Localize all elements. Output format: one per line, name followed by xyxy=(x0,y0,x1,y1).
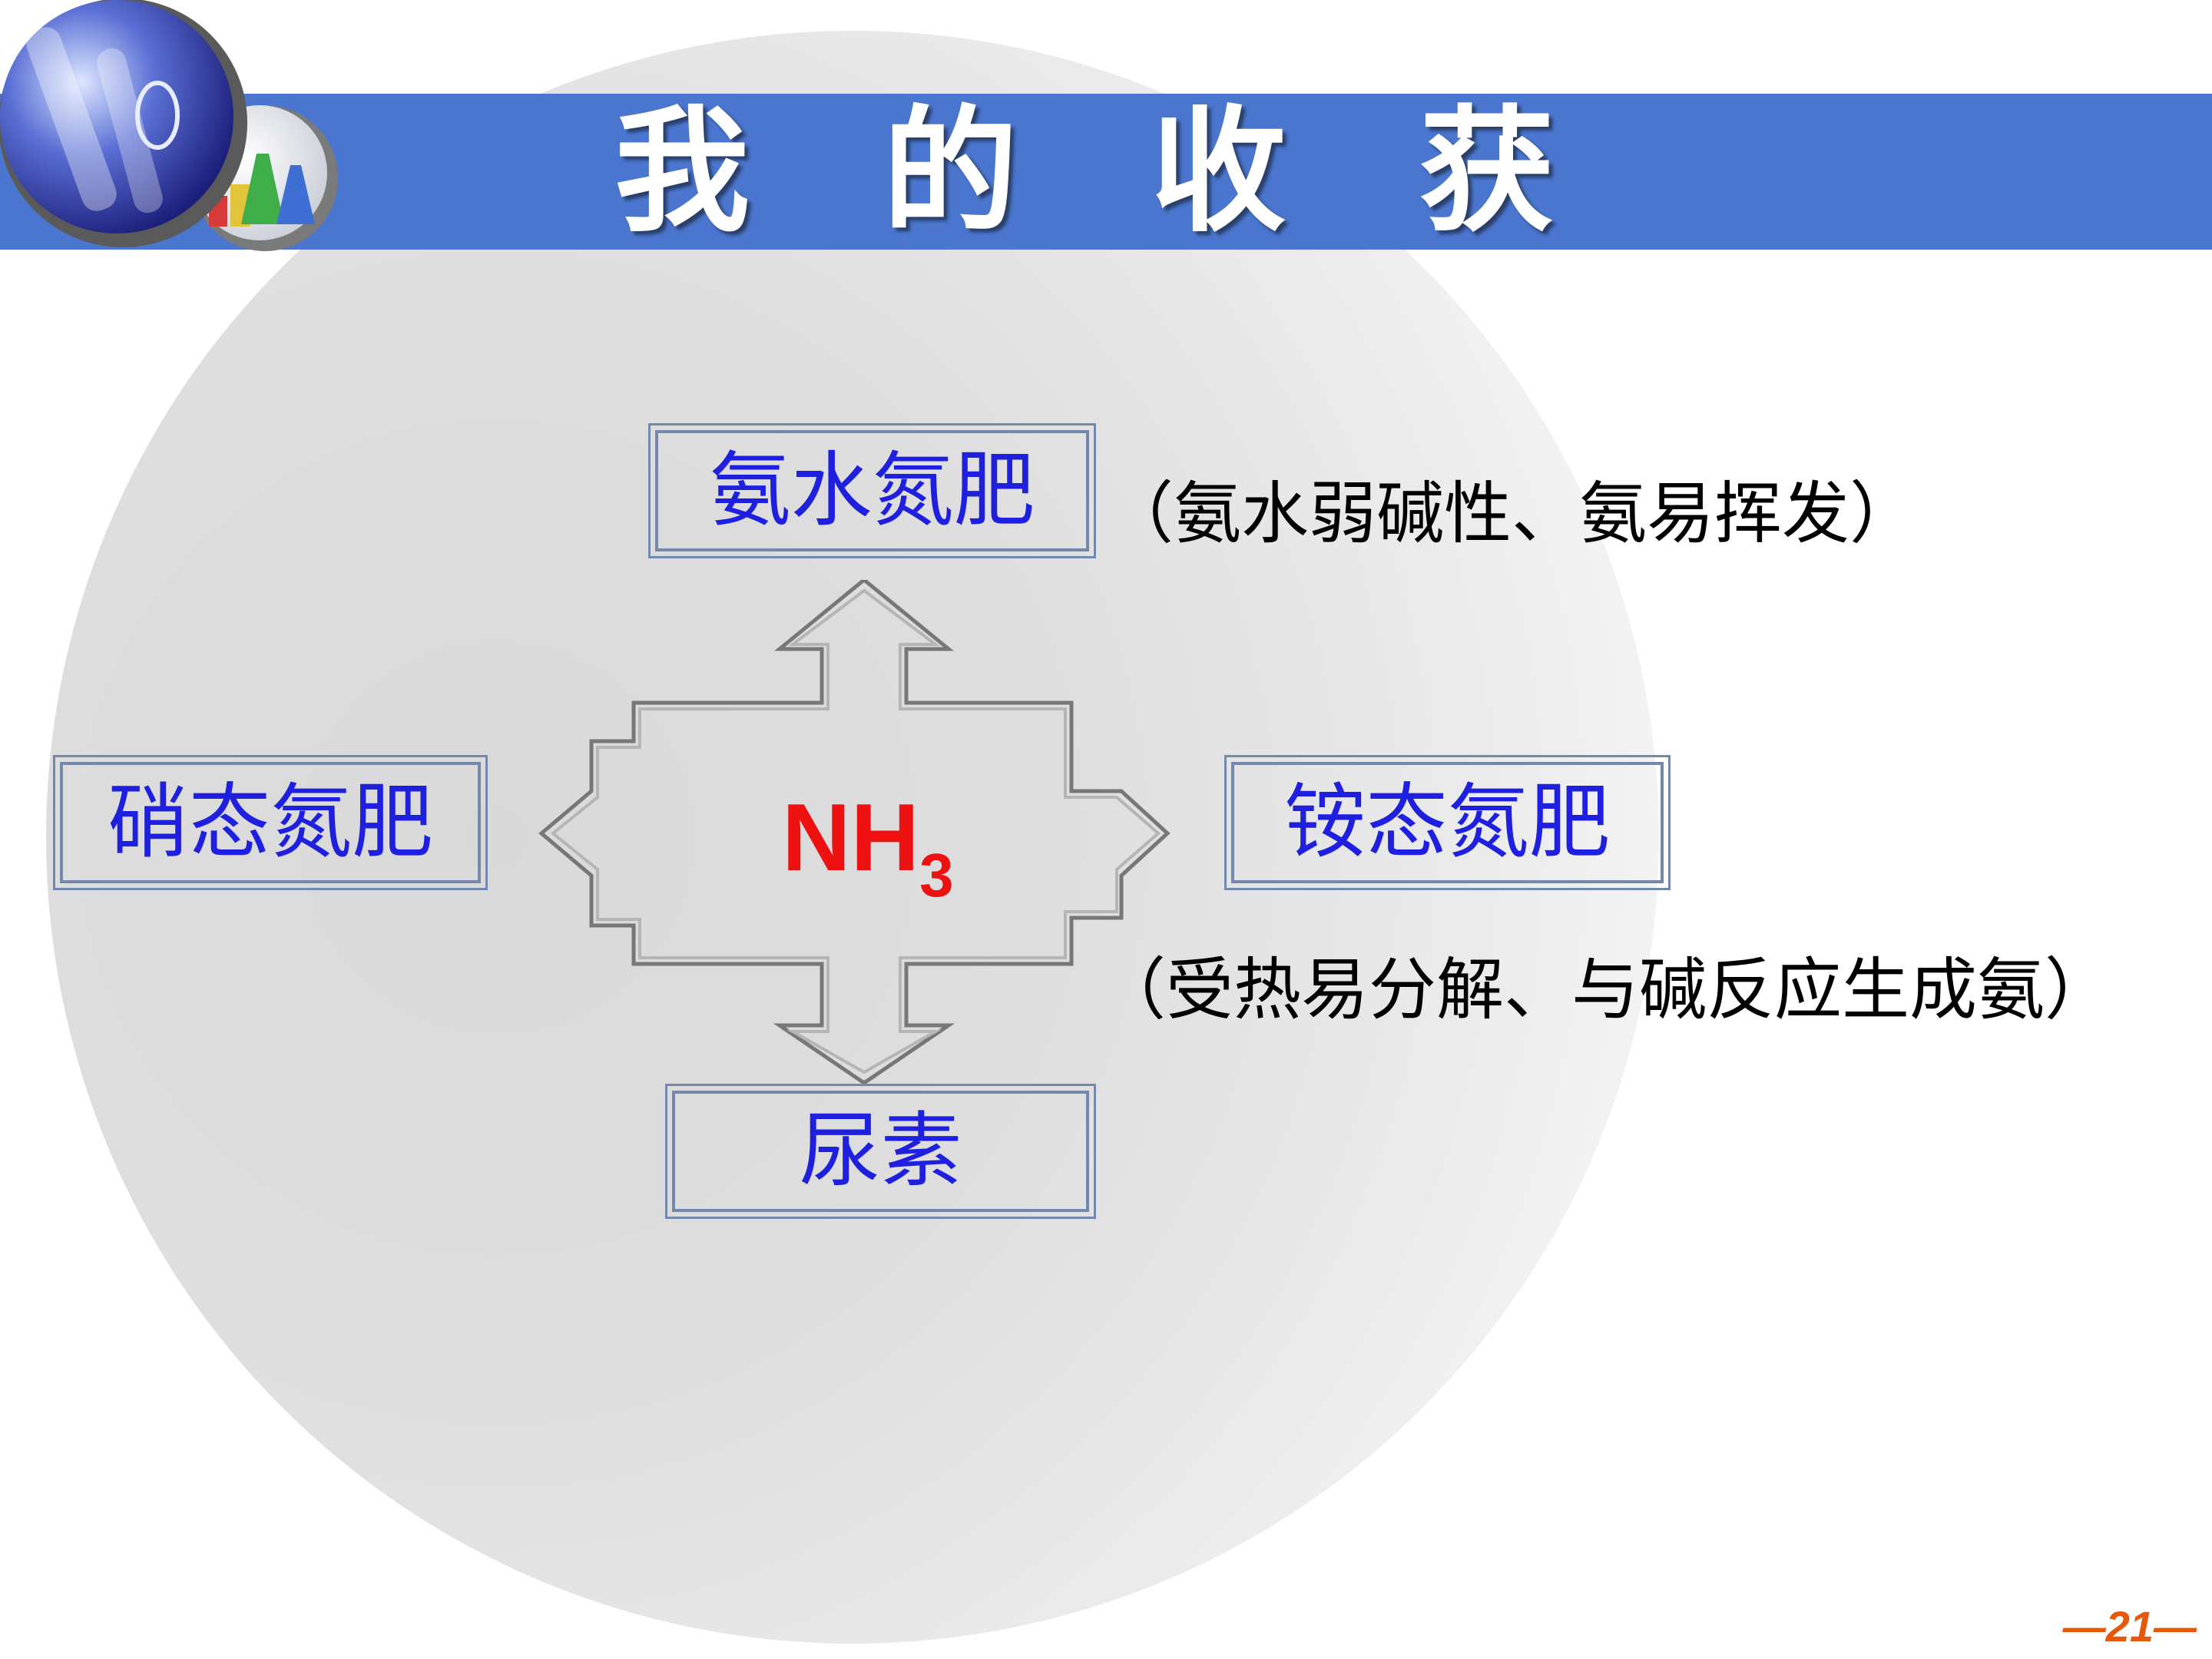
ammonia-water-fertilizer-box: 氨水氮肥 xyxy=(655,430,1089,551)
urea-box: 尿素 xyxy=(672,1091,1089,1212)
nitrate-nitrogen-fertilizer-box: 硝态氮肥 xyxy=(60,762,481,883)
page-number: —21— xyxy=(2063,1601,2197,1651)
ammonium-note: （受热易分解、与碱反应生成氨） xyxy=(1098,935,2112,1033)
formula-symbol: NH xyxy=(782,785,919,891)
slide-title: 我 的 收 获 xyxy=(0,94,2212,250)
formula-subscript: 3 xyxy=(919,841,954,909)
ammonia-water-note: （氨水弱碱性、氨易挥发） xyxy=(1106,459,1917,557)
nh3-formula: NH3 xyxy=(782,783,954,911)
ammonium-nitrogen-fertilizer-box: 铵态氮肥 xyxy=(1231,762,1664,883)
